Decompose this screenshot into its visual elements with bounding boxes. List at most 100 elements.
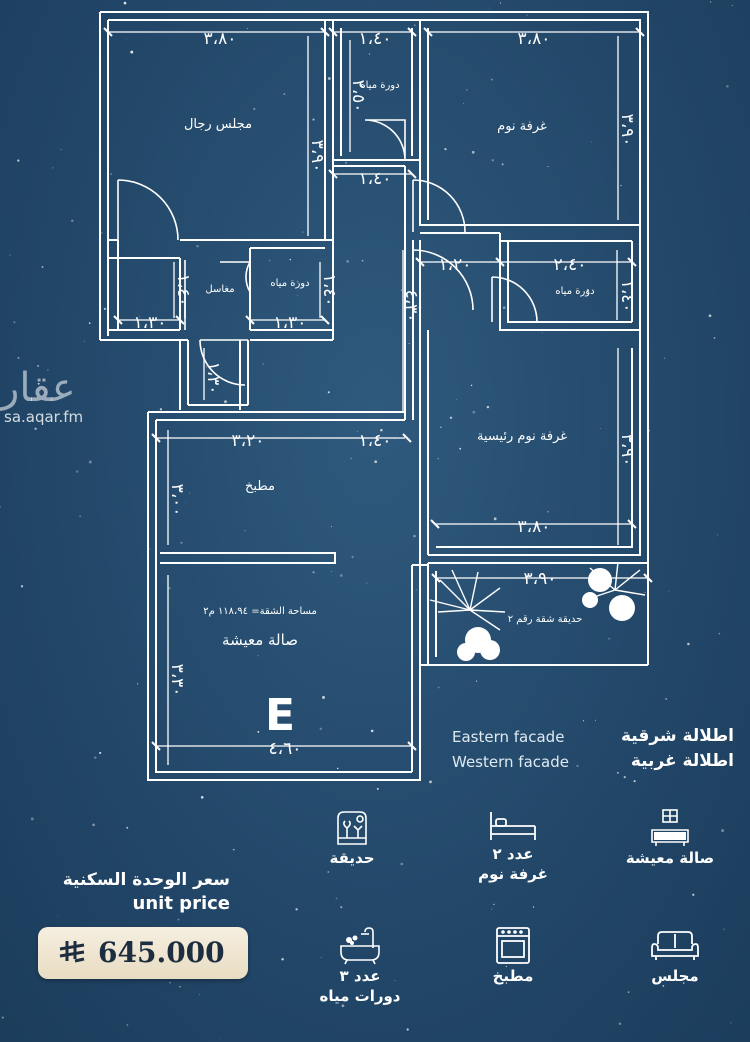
star [459,447,462,450]
star [502,306,506,309]
dim-kitchen-height: ٣،٠٠ [167,484,187,517]
bathtub-icon [340,927,380,965]
star [331,526,332,528]
star [370,729,374,733]
star [708,314,712,318]
star [455,399,457,401]
dim-corridor-height: ٤،٣٠ [401,290,421,323]
star [415,589,417,591]
star [726,84,729,88]
unit-letter: E [265,690,295,741]
star [336,767,339,770]
star [1,1016,4,1019]
dim-top-mid: ١،٤٠ [359,29,392,49]
star [718,632,721,635]
dim-corridor-width: ١،٤٠ [359,431,392,451]
room-label-wc-right: دورة مياه [555,286,594,297]
watermark: عقار sa.aqar.fm [0,368,83,426]
star [37,365,39,367]
star [180,541,183,544]
star [366,582,368,584]
star [296,280,299,283]
star [491,159,494,162]
star [717,534,719,536]
dim-master-width: ٣،٨٠ [518,517,551,537]
star [244,530,246,532]
star [463,102,464,104]
dim-wc-bottom: ١،٤٠ [359,169,392,189]
feature-bathrooms: عدد ٣ دورات مياه [305,926,415,1006]
star [75,470,79,473]
star [599,428,601,430]
star [547,511,549,513]
star [406,1028,409,1031]
star [547,166,549,168]
star [159,408,163,411]
feature-bedrooms-count: عدد ٢ [492,845,534,863]
star [138,315,140,317]
room-label-master-bedroom: غرفة نوم رئيسية [477,429,567,444]
star [93,756,97,759]
feature-majlis: مجلس [620,926,730,986]
star [126,826,129,829]
star [687,642,690,646]
star [616,771,619,774]
star [644,591,646,594]
star [582,720,585,722]
star [594,719,596,721]
star [297,294,298,296]
dim-top-right: ٣،٨٠ [518,29,551,49]
feature-bedrooms-label: غرفة نوم [478,865,548,883]
star [283,93,286,96]
star [257,730,260,733]
dim-sinks-width: ١،٣٠ [134,313,167,333]
star [493,903,495,906]
star [491,908,493,910]
star [41,266,44,268]
unit-price-label-ar: سعر الوحدة السكنية [62,870,230,890]
unit-price-value: 645.000 [98,936,225,969]
star [281,958,284,961]
star [590,141,592,143]
star [79,515,81,518]
feature-living: صالة معيشة [615,808,725,868]
star [663,357,666,359]
star [465,88,468,91]
star [322,695,325,699]
star [346,260,349,263]
star [394,980,396,982]
star [20,585,24,588]
star [345,161,348,164]
dim-wc-top-height: ٢،٥٠ [348,80,368,113]
star [52,167,54,169]
star [665,698,667,700]
star [335,897,338,900]
watermark-brand: عقار [0,365,76,411]
star [100,231,103,234]
star [532,906,535,908]
star [471,150,475,154]
bed-icon [490,812,536,840]
star [83,340,85,342]
star [400,862,404,866]
star [189,492,191,494]
facade-east-ar: اطلالة شرقية [620,726,734,746]
star [47,369,49,371]
star [246,28,248,30]
star [103,307,107,311]
dim-majlis-height: ٣،٩٠ [307,140,327,173]
star [327,871,330,873]
star [110,173,112,175]
star [429,780,432,784]
dim-top-left: ٣،٨٠ [204,29,237,49]
star [262,363,264,365]
star [13,321,16,324]
star [199,994,200,996]
star [709,1,712,3]
star [361,259,364,262]
star [126,1024,129,1026]
feature-bathrooms-count: عدد ٣ [339,967,381,985]
star [623,775,626,779]
star [489,7,490,9]
